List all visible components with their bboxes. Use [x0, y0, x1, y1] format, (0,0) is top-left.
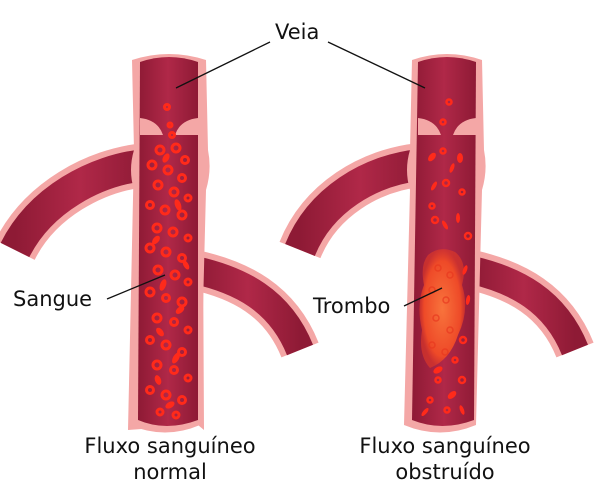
valve-left: [418, 118, 441, 135]
right-branch-lumen: [191, 256, 313, 356]
vein-leader-left: [175, 41, 271, 89]
vein-obstructed: [279, 54, 594, 433]
caption-normal-line2: normal: [133, 460, 207, 484]
caption-obstructed: Fluxo sanguíneo obstruído: [320, 433, 570, 485]
blood-label: Sangue: [13, 287, 93, 311]
main-trunk-lumen: [138, 57, 198, 426]
blood-cells-obstructed-filled: [421, 152, 471, 417]
vein-leader-right: [327, 41, 426, 89]
caption-normal: Fluxo sanguíneo normal: [45, 433, 295, 485]
blood-cells-normal-filled: [152, 153, 190, 409]
thrombus-label: Trombo: [313, 294, 391, 318]
right-branch-lumen: [468, 256, 588, 356]
caption-obstructed-line1: Fluxo sanguíneo: [359, 434, 531, 458]
vein-normal: [0, 54, 319, 433]
valve-right: [453, 118, 476, 135]
main-trunk-lumen: [412, 57, 476, 426]
left-branch-lumen: [0, 149, 148, 258]
thrombus-clot: [419, 249, 466, 368]
left-branch-lumen: [285, 149, 423, 257]
valve-left: [140, 118, 163, 135]
caption-normal-line1: Fluxo sanguíneo: [84, 434, 256, 458]
blood-cells-obstructed: [426, 98, 473, 414]
blood-leader: [106, 274, 166, 300]
blood-cells-normal: [144, 103, 193, 420]
thrombus-leader: [403, 287, 443, 307]
vein-label: Veia: [275, 20, 320, 44]
leader-lines: [106, 41, 443, 307]
valve-right: [175, 118, 198, 135]
caption-obstructed-line2: obstruído: [395, 460, 495, 484]
